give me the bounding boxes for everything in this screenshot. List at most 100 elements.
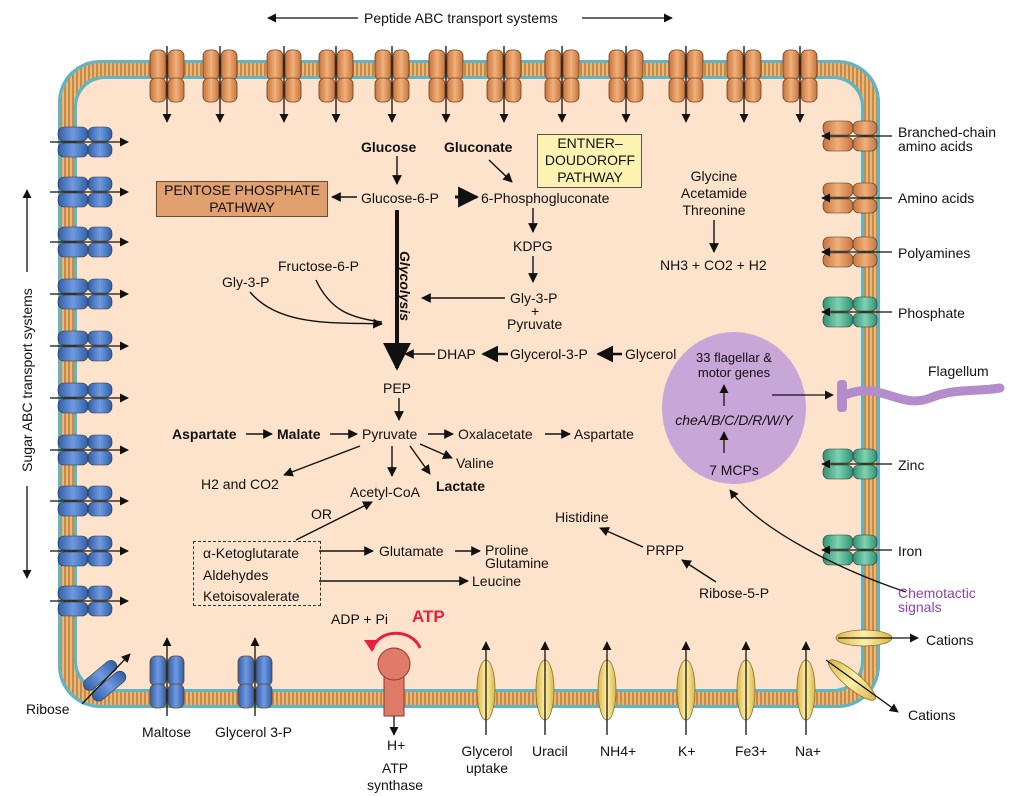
right-transporter — [822, 448, 878, 480]
polyamines-label: Polyamines — [898, 245, 971, 261]
glycerol: Glycerol — [625, 346, 677, 362]
pep: PEP — [383, 380, 412, 396]
peptide-transporter — [726, 49, 762, 103]
ribose-transporter — [83, 660, 127, 702]
uracil-label: Uracil — [532, 743, 568, 759]
na-label: Na+ — [795, 743, 822, 759]
flagellar-genes-1: 33 flagellar & — [696, 350, 772, 365]
sugar-transporter — [57, 485, 113, 517]
peptide-transporter — [668, 49, 704, 103]
glycerol-3-p-label: Glycerol 3-P — [215, 724, 293, 740]
cations-label-2: Cations — [908, 707, 956, 723]
chemotaxis-circle — [662, 332, 806, 484]
sugar-transporter — [57, 278, 113, 310]
gluconate: Gluconate — [444, 139, 513, 155]
branched-chain-1: Branched-chain — [898, 124, 997, 140]
pentose-phosphate-box — [156, 181, 328, 217]
gly-3-p-left: Gly-3-P — [222, 274, 270, 290]
gly-3-p-right: Gly-3-P — [510, 290, 558, 306]
chemotactic-signals-2: signals — [898, 599, 942, 615]
flagellum-label: Flagellum — [928, 363, 989, 379]
sugar-transporter — [57, 434, 113, 466]
bottom-abc-transporter — [237, 655, 273, 709]
atp-synthase — [364, 631, 422, 736]
acetyl-coa: Acetyl-CoA — [350, 484, 421, 500]
sugar-transporter — [57, 226, 113, 258]
peptide-transporter — [608, 49, 644, 103]
glycine: Glycine — [690, 168, 738, 184]
che-genes: cheA/B/C/D/R/W/Y — [675, 412, 793, 428]
valine: Valine — [456, 455, 494, 471]
bottom-transporters — [81, 629, 919, 735]
acetamide: Acetamide — [680, 185, 748, 201]
glucose-6-p: Glucose-6-P — [361, 190, 439, 206]
peptide-transporter — [266, 49, 302, 103]
pentose-label-2: PATHWAY — [209, 199, 275, 215]
bottom-abc-transporter — [149, 655, 185, 709]
amino-acids-label: Amino acids — [898, 190, 975, 206]
sugar-transporter — [57, 382, 113, 414]
peptide-transporter — [374, 49, 410, 103]
peptide-transporter — [486, 49, 522, 103]
sugar-transporter — [57, 330, 113, 362]
fe-label: Fe3+ — [735, 743, 768, 759]
ketoisovalerate: Ketoisovalerate — [203, 588, 300, 604]
right-transporter — [822, 182, 878, 214]
prpp: PRPP — [646, 542, 685, 558]
glycerol-uptake-1: Glycerol — [461, 743, 513, 759]
pyruvate-right: Pyruvate — [507, 316, 563, 332]
peptide-transporter — [202, 49, 238, 103]
ribose-label: Ribose — [26, 701, 70, 717]
peptide-transporter — [544, 49, 580, 103]
sugar-abc-transporters — [50, 126, 129, 617]
lactate: Lactate — [436, 478, 486, 494]
malate: Malate — [277, 426, 321, 442]
sugar-transporter — [57, 176, 113, 208]
entner-doudoroff-box — [537, 134, 642, 188]
fructose-6-p: Fructose-6-P — [278, 258, 359, 274]
or-label: OR — [311, 506, 332, 522]
6-phosphogluconate: 6-Phosphogluconate — [481, 190, 610, 206]
seven-mcps: 7 MCPs — [709, 462, 759, 478]
phosphate-label: Phosphate — [898, 305, 965, 321]
peptide-transporter — [782, 49, 818, 103]
pentose-label-1: PENTOSE PHOSPHATE — [164, 182, 320, 198]
plus-sign: + — [531, 303, 540, 319]
peptide-abc-label: Peptide ABC transport systems — [364, 10, 558, 26]
nh3-co2-h2: NH3 + CO2 + H2 — [660, 257, 767, 273]
sugar-transporter — [57, 126, 113, 158]
pyruvate: Pyruvate — [362, 426, 418, 442]
glutamate: Glutamate — [379, 543, 444, 559]
chemotactic-signals-1: Chemotactic — [898, 585, 976, 601]
glucose: Glucose — [361, 139, 417, 155]
glycolysis-label: Glycolysis — [397, 250, 414, 322]
peptide-transporter — [318, 49, 354, 103]
glycerol-uptake-2: uptake — [465, 760, 509, 776]
kdpg: KDPG — [513, 238, 553, 254]
nh4-label: NH4+ — [600, 743, 637, 759]
k-label: K+ — [678, 743, 696, 759]
right-transporters — [821, 120, 892, 566]
aldehydes: Aldehydes — [203, 567, 269, 583]
cations-label-1: Cations — [926, 632, 974, 648]
flagellar-genes-2: motor genes — [697, 365, 771, 380]
adp-pi: ADP + Pi — [331, 611, 388, 627]
atp-synthase-label-2: synthase — [366, 777, 424, 793]
ed-label-3: PATHWAY — [557, 169, 623, 185]
zinc-label: Zinc — [898, 457, 925, 473]
glycerol-3-p: Glycerol-3-P — [510, 346, 588, 362]
sugar-transporter — [57, 585, 113, 617]
right-transporter — [822, 236, 878, 268]
peptide-transporter — [149, 49, 185, 103]
flagellum — [840, 383, 1005, 406]
keto-acid-box — [193, 541, 321, 606]
sugar-transporter — [57, 535, 113, 567]
right-transporter — [822, 120, 878, 152]
glutamine: Glutamine — [485, 555, 549, 571]
histidine: Histidine — [555, 509, 609, 525]
ed-label-2: DOUDOROFF — [544, 152, 636, 168]
alpha-ketoglutarate: α-Ketoglutarate — [203, 545, 300, 561]
maltose-label: Maltose — [142, 724, 192, 740]
